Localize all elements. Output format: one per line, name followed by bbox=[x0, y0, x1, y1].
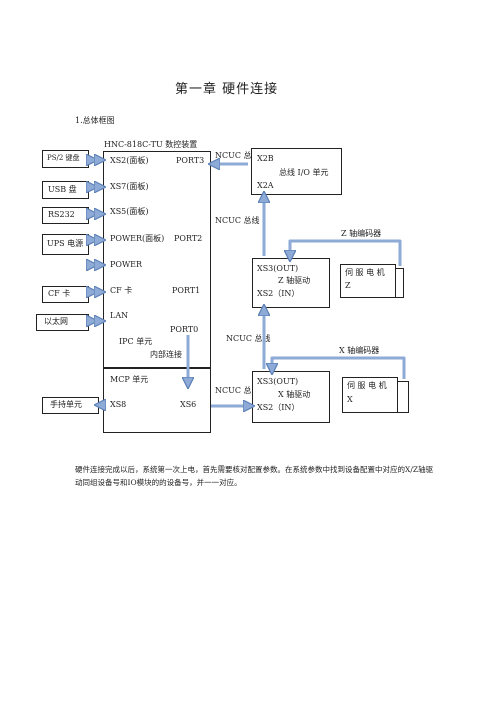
rs232-label: RS232 bbox=[48, 210, 75, 219]
io-x2a-label: X2A bbox=[257, 181, 274, 190]
z-drive-xs3-label: XS3(OUT) bbox=[257, 264, 299, 273]
z-drive-name: Z 轴驱动 bbox=[278, 276, 311, 285]
main-device-box bbox=[103, 151, 211, 368]
port1-label: PORT1 bbox=[172, 286, 201, 295]
section-title: 1.总体框图 bbox=[75, 116, 115, 125]
mcp-title: MCP 单元 bbox=[110, 375, 149, 384]
port-power-label: POWER bbox=[110, 260, 143, 269]
bus-io-unit-box bbox=[251, 148, 342, 195]
x-encoder-label: X 轴编码器 bbox=[339, 346, 380, 355]
internal-link-label: 内部连接 bbox=[150, 350, 182, 359]
servo-motor-x-line1: 伺 服 电 机 bbox=[347, 381, 387, 390]
port-xs5-label: XS5(面板) bbox=[110, 207, 149, 216]
mcp-xs6-label: XS6 bbox=[180, 400, 197, 409]
ncuc-label-middle: NCUC 总线 bbox=[226, 334, 271, 343]
z-encoder-feedback bbox=[290, 239, 402, 266]
ncuc-label-top: NCUC 总 bbox=[215, 151, 252, 160]
servo-motor-z-line1: 伺 服 电 机 bbox=[345, 268, 385, 277]
port0-label: PORT0 bbox=[170, 325, 199, 334]
x-drive-xs3-label: XS3(OUT) bbox=[257, 377, 299, 386]
main-device-title: HNC-818C-TU 数控装置 bbox=[104, 140, 198, 149]
port-cf-label: CF 卡 bbox=[110, 286, 133, 295]
ipc-unit-label: IPC 单元 bbox=[119, 337, 153, 346]
x-axis-drive-box bbox=[252, 371, 330, 423]
ethernet-label: 以太网 bbox=[44, 317, 68, 326]
chapter-title: 第一章 硬件连接 bbox=[175, 82, 279, 97]
servo-motor-z-line2: Z bbox=[345, 281, 351, 290]
servo-motor-x-line2: X bbox=[347, 395, 353, 404]
z-drive-xs2-label: XS2（IN） bbox=[257, 289, 300, 298]
handheld-unit-label: 手持单元 bbox=[50, 400, 82, 409]
x-drive-name: X 轴驱动 bbox=[278, 390, 311, 399]
x-drive-xs2-label: XS2（IN） bbox=[257, 403, 300, 412]
port-xs7-label: XS7(面板) bbox=[110, 182, 149, 191]
usb-disk-label: USB 盘 bbox=[48, 185, 77, 194]
servo-motor-x-box bbox=[342, 377, 398, 413]
z-axis-drive-box bbox=[252, 258, 330, 308]
io-unit-name: 总线 I/O 单元 bbox=[279, 168, 329, 177]
ups-power-label: UPS 电源 bbox=[47, 239, 84, 248]
z-encoder-label: Z 轴编码器 bbox=[341, 229, 382, 238]
port-power-panel-label: POWER(面板) bbox=[110, 234, 165, 243]
cf-card-label: CF 卡 bbox=[48, 289, 71, 298]
io-x2b-label: X2B bbox=[257, 154, 274, 163]
port-xs2-label: XS2(面板) bbox=[110, 156, 149, 165]
ncuc-bus-label: NCUC 总线 bbox=[215, 216, 260, 225]
ncuc-label-bottom: NCUC 总 bbox=[215, 386, 252, 395]
ps2-keyboard-label: PS/2 键盘 bbox=[47, 154, 80, 162]
port-lan-label: LAN bbox=[110, 311, 129, 320]
servo-motor-z-box bbox=[340, 264, 396, 298]
description-paragraph: 硬件连接完成以后，系统第一次上电，首先需要核对配置参数。在系统参数中找到设备配置… bbox=[75, 465, 434, 487]
mcp-xs8-label: XS8 bbox=[110, 400, 127, 409]
port3-label: PORT3 bbox=[176, 156, 205, 165]
x-encoder-feedback bbox=[272, 356, 406, 379]
port2-label: PORT2 bbox=[174, 234, 203, 243]
